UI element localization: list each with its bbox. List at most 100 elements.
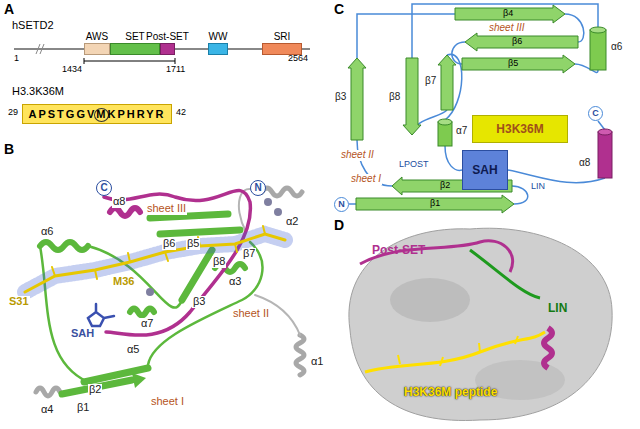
range-bracket bbox=[84, 61, 175, 62]
structure-label: β7 bbox=[242, 248, 256, 260]
grey-helix bbox=[296, 335, 304, 375]
sheet-label: sheet I bbox=[150, 396, 185, 408]
structure-label: β3 bbox=[192, 296, 206, 308]
green-helix bbox=[40, 242, 88, 250]
residue-label: M36 bbox=[112, 276, 135, 288]
domain-label: AWS bbox=[86, 32, 108, 42]
structure-label: β1 bbox=[76, 402, 90, 414]
green-loop bbox=[148, 242, 262, 365]
helix-cylinder bbox=[590, 30, 606, 70]
topology-map bbox=[348, 4, 612, 213]
grey-helix bbox=[36, 388, 60, 396]
strand-label: β8 bbox=[388, 92, 401, 103]
structure-label: α3 bbox=[228, 276, 242, 288]
node-text: APSTGGVMKPHRYR bbox=[29, 109, 166, 120]
beta-arrows bbox=[348, 5, 578, 213]
loop-line bbox=[412, 4, 598, 58]
range-bracket bbox=[175, 58, 176, 64]
node-text: N bbox=[254, 183, 261, 193]
protein-surface bbox=[349, 228, 612, 420]
side-chains bbox=[398, 336, 518, 366]
peptide-label: H3K36M peptide bbox=[404, 386, 497, 399]
structure-label: β6 bbox=[162, 238, 176, 250]
strand-label: β3 bbox=[334, 92, 347, 103]
structure-label: β5 bbox=[186, 238, 200, 250]
sheet-label: sheet II bbox=[232, 308, 270, 320]
strand-label: β4 bbox=[503, 9, 513, 18]
loop-line bbox=[512, 186, 528, 204]
structure-label: β8 bbox=[212, 256, 226, 268]
loop-line bbox=[508, 170, 605, 183]
peptide-name: H3.3K36M bbox=[12, 86, 64, 98]
node-text: H3K36M bbox=[496, 123, 543, 135]
cofactor-box: SAH bbox=[462, 150, 508, 190]
strand-label: β2 bbox=[440, 181, 450, 190]
loop-line bbox=[357, 14, 455, 58]
sheet-label: sheet III bbox=[146, 203, 187, 215]
beta-arrow bbox=[438, 55, 456, 110]
domain-label: Post-SET bbox=[146, 32, 189, 42]
post-set-ribbon bbox=[360, 241, 513, 272]
zinc-sphere bbox=[146, 288, 154, 296]
loop-line bbox=[445, 146, 462, 170]
beta-arrow bbox=[465, 33, 578, 51]
residue-number: 1434 bbox=[62, 65, 82, 74]
loop-label: LIN bbox=[530, 182, 546, 191]
residue-label: S31 bbox=[8, 296, 30, 308]
region-label: LIN bbox=[548, 302, 567, 315]
region-label: Post-SET bbox=[372, 244, 425, 257]
strand-label: β5 bbox=[508, 59, 518, 68]
structure-label: α8 bbox=[112, 196, 126, 208]
lin-loop bbox=[470, 250, 540, 298]
range-bracket bbox=[84, 58, 85, 64]
sheet-label: sheet III bbox=[488, 23, 526, 34]
domain-box: AWS bbox=[84, 43, 110, 55]
strand-label: β1 bbox=[430, 199, 440, 208]
density-mesh bbox=[25, 234, 285, 292]
beta-arrow bbox=[455, 5, 565, 23]
node-text: C bbox=[592, 109, 599, 118]
protein-name: hSETD2 bbox=[12, 20, 54, 32]
peptide-box: APSTGGVMKPHRYR bbox=[22, 104, 172, 124]
panel-letter: C bbox=[334, 2, 344, 17]
helix-cylinder bbox=[598, 132, 612, 178]
strand-head bbox=[132, 373, 146, 388]
structure-label: α7 bbox=[140, 318, 154, 330]
residue-number: 1711 bbox=[166, 65, 185, 74]
helix-label: α8 bbox=[578, 158, 591, 169]
beta-arrow bbox=[403, 58, 421, 135]
side-chains bbox=[52, 226, 265, 279]
residue-number: 1 bbox=[14, 54, 19, 63]
beta-arrow bbox=[356, 195, 514, 213]
domain-bar bbox=[14, 44, 310, 64]
helix-cylinder bbox=[438, 122, 452, 146]
beta-strand bbox=[160, 230, 240, 234]
peptide-box: H3K36M bbox=[472, 115, 568, 143]
domain-box: WW bbox=[208, 43, 228, 55]
strand-label: β7 bbox=[424, 76, 437, 87]
topology-loops bbox=[349, 4, 605, 204]
helix-label: α7 bbox=[455, 126, 468, 137]
node-text: SAH bbox=[472, 164, 497, 176]
domain-label: SRI bbox=[274, 32, 291, 42]
terminus-circle: C bbox=[96, 180, 112, 196]
loop-line bbox=[349, 203, 356, 205]
helix-cylinder bbox=[590, 27, 606, 33]
beta-strand bbox=[150, 214, 228, 218]
helix-cylinder bbox=[598, 129, 612, 135]
zinc-sphere bbox=[274, 208, 282, 216]
terminus-circle: N bbox=[250, 180, 266, 196]
panel-letter: A bbox=[4, 2, 14, 17]
helix-cylinder bbox=[438, 119, 452, 125]
zinc-sphere bbox=[264, 198, 272, 206]
domain-box: SET bbox=[110, 43, 160, 55]
post-set-helix bbox=[544, 328, 552, 368]
post-set-helix bbox=[110, 208, 140, 216]
domain-label: SET bbox=[125, 32, 144, 42]
terminus-circle: N bbox=[334, 197, 349, 212]
node-text: C bbox=[100, 183, 107, 193]
structure-label: α4 bbox=[40, 404, 54, 416]
beta-arrow bbox=[462, 55, 575, 73]
sheet-label: sheet I bbox=[350, 174, 382, 185]
break-mark bbox=[36, 44, 40, 54]
